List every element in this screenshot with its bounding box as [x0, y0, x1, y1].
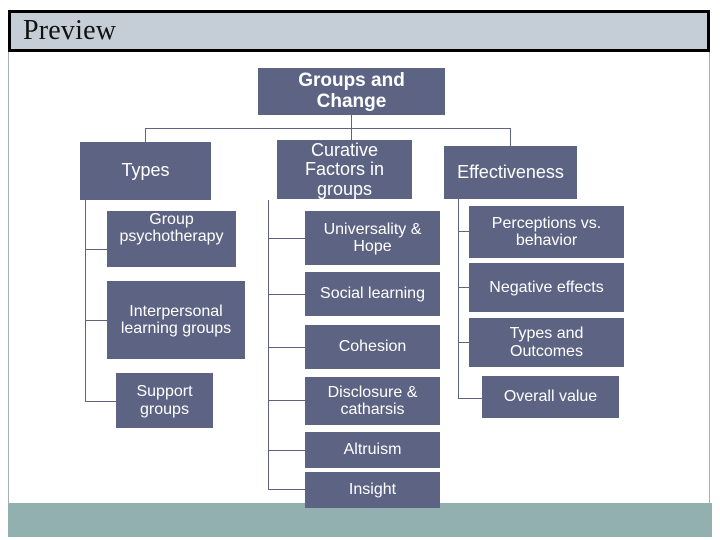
node-label: Perceptions vs. behavior — [491, 214, 602, 249]
node-label: Disclosure & catharsis — [327, 383, 418, 418]
node-insight[interactable]: Insight — [305, 472, 440, 508]
connector-effectiveness-stub-3 — [458, 342, 469, 343]
node-interpersonal-learning-groups[interactable]: Interpersonal learning groups — [107, 281, 245, 359]
connector-types-spine — [85, 200, 86, 401]
node-perceptions-vs-behavior[interactable]: Perceptions vs. behavior — [469, 206, 624, 258]
node-label: Negative effects — [489, 278, 604, 296]
connector-effectiveness-stub-4 — [458, 398, 482, 399]
node-label: Types and Outcomes — [509, 325, 584, 360]
connector-level2-bus — [145, 128, 511, 129]
connector-to-effectiveness — [510, 128, 511, 146]
node-cohesion[interactable]: Cohesion — [305, 325, 440, 369]
node-effectiveness[interactable]: Effectiveness — [444, 146, 577, 199]
node-altruism[interactable]: Altruism — [305, 432, 440, 468]
node-label: Groups and Change — [298, 69, 405, 112]
footer-band — [8, 503, 712, 537]
preview-header-bar: Preview — [8, 10, 710, 52]
node-social-learning[interactable]: Social learning — [305, 272, 440, 316]
node-universality-and-hope[interactable]: Universality & Hope — [305, 211, 440, 265]
node-label: Altruism — [343, 441, 402, 459]
node-label: Cohesion — [338, 338, 407, 356]
node-overall-value[interactable]: Overall value — [482, 376, 619, 418]
node-curative-factors-in-groups[interactable]: Curative Factors in groups — [277, 140, 412, 199]
node-label: Support groups — [136, 383, 193, 418]
page-title: Preview — [23, 15, 117, 46]
connector-effectiveness-stub-2 — [458, 287, 469, 288]
node-label: Universality & Hope — [323, 220, 422, 255]
node-label: Overall value — [503, 388, 598, 406]
node-label: Types — [121, 160, 170, 181]
connector-curative-stub-2 — [268, 294, 305, 295]
node-types[interactable]: Types — [80, 142, 211, 200]
connector-types-stub-2 — [85, 320, 107, 321]
node-support-groups[interactable]: Support groups — [116, 373, 213, 428]
connector-to-curative — [351, 128, 352, 140]
connector-effectiveness-spine — [458, 199, 459, 398]
node-label: Interpersonal learning groups — [120, 302, 232, 337]
connector-effectiveness-stub-1 — [458, 231, 469, 232]
node-label: Insight — [348, 481, 397, 499]
connector-to-types — [145, 128, 146, 142]
node-types-and-outcomes[interactable]: Types and Outcomes — [469, 318, 624, 367]
node-group-psychotherapy[interactable]: Group psychotherapy — [107, 211, 236, 267]
connector-curative-stub-1 — [268, 238, 305, 239]
connector-curative-stub-5 — [268, 450, 305, 451]
node-label: Curative Factors in groups — [304, 140, 385, 199]
node-groups-and-change[interactable]: Groups and Change — [258, 68, 445, 115]
node-disclosure-and-catharsis[interactable]: Disclosure & catharsis — [305, 377, 440, 425]
connector-root-drop — [351, 115, 352, 129]
connector-curative-stub-3 — [268, 347, 305, 348]
node-label: Group psychotherapy — [119, 211, 224, 246]
node-label: Social learning — [320, 285, 425, 303]
node-negative-effects[interactable]: Negative effects — [469, 263, 624, 312]
connector-curative-spine — [268, 200, 269, 489]
connector-types-stub-1 — [85, 249, 107, 250]
connector-types-stub-3 — [85, 401, 116, 402]
connector-curative-stub-6 — [268, 489, 305, 490]
node-label: Effectiveness — [457, 161, 564, 182]
connector-curative-stub-4 — [268, 400, 305, 401]
